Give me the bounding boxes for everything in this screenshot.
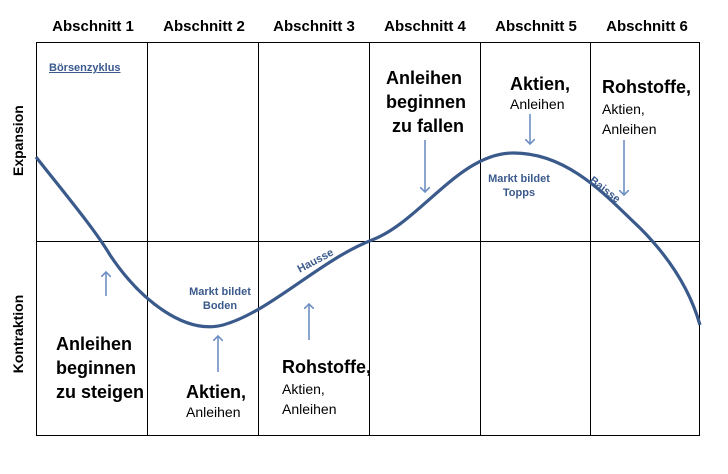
market-cycle-curve: [34, 151, 702, 329]
label-market-top: Markt bildet Topps: [474, 172, 564, 200]
header-section-6: Abschnitt 6: [606, 18, 688, 35]
header-section-5: Abschnitt 5: [495, 18, 577, 35]
header-section-2: Abschnitt 2: [163, 18, 245, 35]
annotation-section-5-title: Aktien,: [510, 74, 571, 94]
grid-divider: [369, 43, 370, 435]
header-section-4: Abschnitt 4: [384, 18, 466, 35]
grid-divider: [258, 43, 259, 435]
grid-divider: [590, 43, 591, 435]
label-market-bottom-line2: Boden: [202, 300, 238, 312]
annotation-s4-line1: Anleihen: [386, 68, 463, 88]
annotation-s1-line2: beginnen: [56, 358, 136, 378]
label-market-bottom-line1: Markt bildet: [189, 286, 251, 298]
annotation-section-4: Anleihen beginnen zu fallen: [386, 66, 466, 138]
annotation-section-2-title: Aktien,: [186, 382, 247, 402]
annotation-section-6-sub1: Aktien,: [602, 101, 645, 117]
label-market-top-line1: Markt bildet: [488, 173, 550, 185]
grid-divider: [480, 43, 481, 435]
label-market-top-line2: Topps: [502, 187, 536, 199]
annotation-section-5-sub: Anleihen: [510, 96, 565, 112]
annotation-section-1: Anleihen beginnen zu steigen: [56, 332, 144, 404]
annotation-s4-line3: zu fallen: [392, 116, 465, 136]
header-section-3: Abschnitt 3: [273, 18, 355, 35]
annotation-section-2-sub: Anleihen: [186, 404, 241, 420]
label-market-bottom: Markt bildet Boden: [170, 285, 270, 313]
header-section-1: Abschnitt 1: [52, 18, 134, 35]
annotation-section-3-title: Rohstoffe,: [282, 357, 371, 377]
boersenzyklus-link[interactable]: Börsenzyklus: [49, 62, 121, 74]
annotation-section-6-title: Rohstoffe,: [602, 77, 691, 97]
annotation-section-3-sub1: Aktien,: [282, 381, 325, 397]
annotation-s1-line3: zu steigen: [56, 382, 145, 402]
grid-divider: [147, 43, 148, 435]
annotation-section-6-sub2: Anleihen: [602, 121, 657, 137]
annotation-s4-line2: beginnen: [386, 92, 466, 112]
annotation-s1-line1: Anleihen: [56, 334, 133, 354]
annotation-section-3-sub2: Anleihen: [282, 401, 337, 417]
